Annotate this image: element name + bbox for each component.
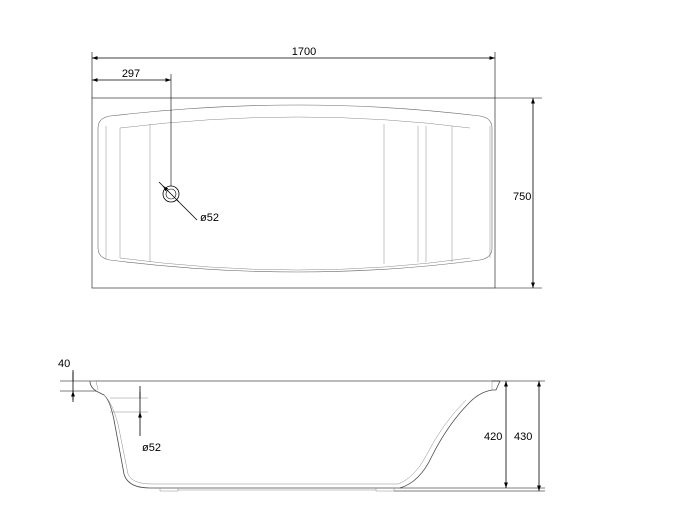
drain-diameter-label: ø52 <box>200 212 219 224</box>
top-view: ø52 1700 297 750 <box>91 46 542 289</box>
drain-offset-label: 297 <box>122 68 140 80</box>
tub-inner-profile <box>103 394 467 485</box>
foot-left <box>159 488 179 492</box>
drain-hole-inner <box>165 188 177 200</box>
side-view: ø52 40 420 430 <box>58 358 545 492</box>
tub-outer-rim <box>91 97 496 289</box>
tub-inner-basin <box>97 104 493 273</box>
overflow-diameter-label: ø52 <box>142 442 161 454</box>
width-label: 750 <box>513 191 531 203</box>
rim-detail-left <box>90 380 99 391</box>
basin-top-curve <box>119 116 471 129</box>
length-label: 1700 <box>292 46 316 58</box>
foot-right <box>375 488 395 492</box>
depth-inner-label: 420 <box>484 431 502 443</box>
drain-diameter-arrows <box>163 186 180 203</box>
depth-total-label: 430 <box>514 431 532 443</box>
rim-thickness-label: 40 <box>58 358 70 370</box>
basin-bottom-curve <box>119 257 471 271</box>
